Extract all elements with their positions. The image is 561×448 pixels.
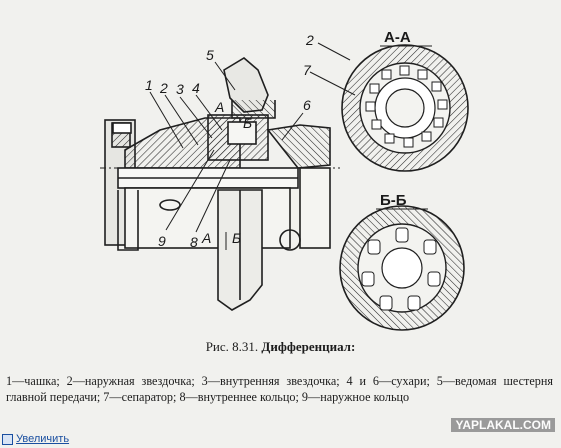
enlarge-label: Увеличить (16, 433, 70, 445)
label-8: 8 (190, 234, 198, 250)
main-section-view (100, 57, 340, 311)
label-1: 1 (145, 77, 153, 93)
figure-number: Рис. 8.31. (205, 339, 259, 354)
label-5: 5 (206, 47, 214, 63)
differential-drawing: 1 2 3 4 5 6 7 2 9 8 А Б А Б А-А Б-Б (100, 29, 469, 331)
figure-title: Дифференциал: (261, 339, 356, 354)
enlarge-link[interactable]: Увеличить (2, 432, 69, 446)
label-6: 6 (303, 97, 311, 113)
site-watermark: YAPLAKAL.COM (451, 418, 555, 432)
section-bb-title: Б-Б (380, 192, 407, 209)
cut-mark-b: Б (243, 115, 252, 131)
section-bb-rollers (361, 227, 441, 311)
section-aa: А-А (341, 29, 469, 172)
magnify-icon (2, 433, 13, 445)
cut-mark-a-lower: А (201, 230, 211, 246)
label-9: 9 (158, 233, 166, 249)
cut-mark-a: А (214, 99, 224, 115)
section-aa-rollers (365, 65, 448, 148)
label-7: 7 (303, 62, 312, 78)
label-2: 2 (159, 80, 168, 96)
section-bb: Б-Б (339, 192, 465, 331)
figure-caption: Рис. 8.31. Дифференциал: (0, 339, 561, 355)
label-4: 4 (192, 80, 200, 96)
figure-legend: 1—чашка; 2—наружная звездочка; 3—внутрен… (6, 374, 553, 404)
label-3: 3 (176, 81, 184, 97)
cut-mark-b-lower: Б (232, 230, 241, 246)
leader-lines (149, 42, 356, 250)
callout-labels: 1 2 3 4 5 6 7 2 9 8 А Б А Б (145, 32, 314, 250)
section-aa-title: А-А (384, 29, 411, 46)
label-2-section: 2 (305, 32, 314, 48)
